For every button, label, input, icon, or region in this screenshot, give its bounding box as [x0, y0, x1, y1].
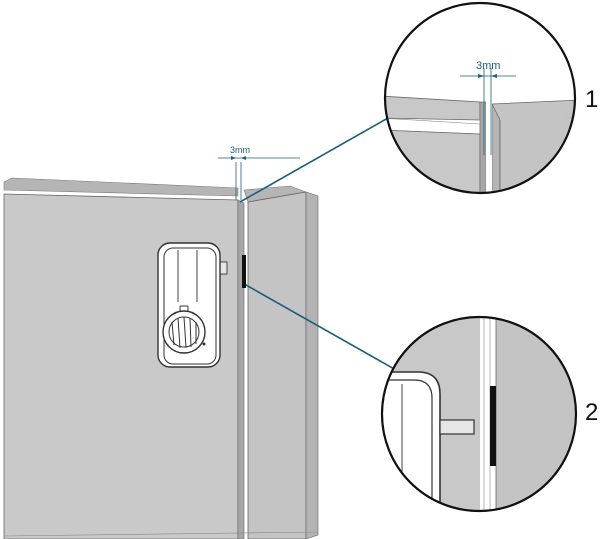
thumb-turn-knob-icon	[162, 310, 206, 354]
detail-circle-2	[380, 315, 578, 513]
callout-number-2: 2	[585, 399, 598, 426]
gap-dimension-main: 3mm	[218, 145, 300, 200]
smart-deadbolt-icon	[157, 242, 228, 368]
door-edge	[237, 199, 245, 539]
leader-line-1	[239, 117, 389, 203]
leader-line-2	[245, 284, 397, 371]
gap-label-main: 3mm	[230, 145, 250, 155]
frame-side	[305, 191, 319, 539]
door-top-surface	[3, 177, 239, 197]
detail-circle-1	[383, 1, 577, 195]
strike-plate	[242, 255, 246, 288]
callout-number-1: 1	[585, 86, 598, 113]
gap-label-detail: 3mm	[476, 60, 500, 72]
door-frame	[247, 191, 307, 539]
detail-view-1: 3mm	[383, 1, 577, 195]
detail-view-2	[380, 315, 578, 513]
